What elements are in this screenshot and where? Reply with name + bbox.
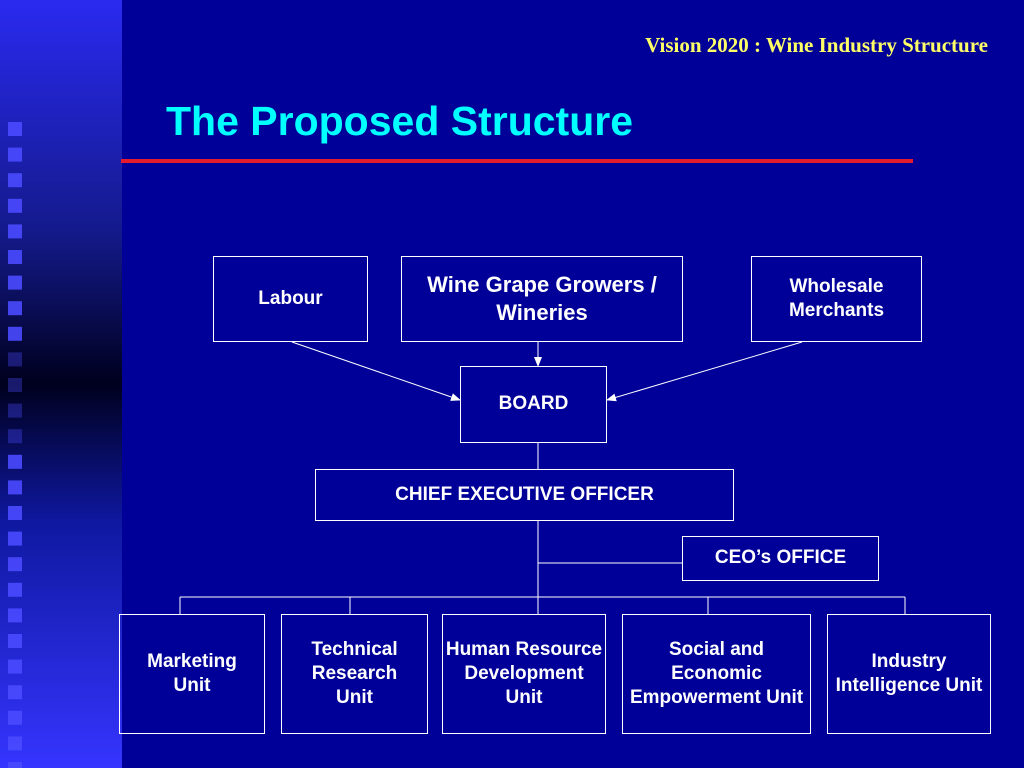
sidebar-square xyxy=(8,454,22,469)
sidebar-square xyxy=(8,122,22,136)
sidebar-square xyxy=(8,582,22,597)
sidebar-square xyxy=(8,198,22,213)
sidebar-square xyxy=(8,301,22,316)
node-social-economic-empowerment-unit: Social and Economic Empowerment Unit xyxy=(622,614,811,734)
sidebar-square xyxy=(8,147,22,162)
node-growers-wineries: Wine Grape Growers / Wineries xyxy=(401,256,683,342)
sidebar-square xyxy=(8,557,22,572)
sidebar-square xyxy=(8,352,22,367)
node-marketing-unit: Marketing Unit xyxy=(119,614,265,734)
node-ceo-office: CEO’s OFFICE xyxy=(682,536,879,581)
node-board: BOARD xyxy=(460,366,607,443)
sidebar-square xyxy=(8,378,22,392)
sidebar-square xyxy=(8,531,22,546)
sidebar-gradient-graphic xyxy=(0,0,122,768)
node-labour: Labour xyxy=(213,256,368,342)
arrow-wholesale-to-board xyxy=(606,341,803,402)
sidebar-square xyxy=(8,224,22,239)
node-wholesale-merchants: Wholesale Merchants xyxy=(751,256,922,342)
sidebar-square xyxy=(8,429,22,444)
sidebar-square xyxy=(8,710,22,725)
sidebar-square xyxy=(8,608,22,623)
sidebar-square xyxy=(8,326,22,341)
sidebar-square xyxy=(8,762,22,768)
slide-title: The Proposed Structure xyxy=(166,98,634,144)
decorative-sidebar xyxy=(0,0,122,768)
sidebar-square xyxy=(8,173,22,188)
sidebar-square xyxy=(8,506,22,520)
sidebar-square xyxy=(8,275,22,290)
node-technical-research-unit: Technical Research Unit xyxy=(281,614,428,734)
title-underline xyxy=(121,159,913,163)
presentation-header: Vision 2020 : Wine Industry Structure xyxy=(645,33,988,57)
sidebar-square xyxy=(8,659,22,674)
sidebar-square xyxy=(8,403,22,418)
sidebar-square xyxy=(8,685,22,700)
node-human-resource-development-unit: Human Resource Development Unit xyxy=(442,614,606,734)
sidebar-square xyxy=(8,480,22,495)
sidebar-square xyxy=(8,634,22,648)
sidebar-square xyxy=(8,736,22,751)
arrow-labour-to-board xyxy=(291,341,461,401)
node-industry-intelligence-unit: Industry Intelligence Unit xyxy=(827,614,991,734)
sidebar-square xyxy=(8,250,22,264)
node-chief-executive-officer: CHIEF EXECUTIVE OFFICER xyxy=(315,469,734,521)
